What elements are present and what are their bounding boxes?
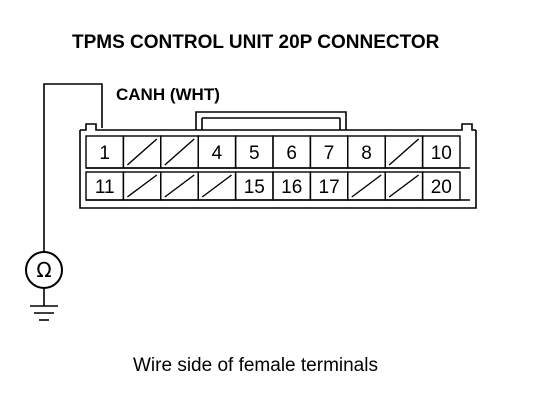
ohm-symbol: Ω bbox=[36, 258, 51, 282]
terminal-cavity bbox=[421, 135, 461, 169]
unused-terminal-slash bbox=[164, 174, 195, 198]
terminal-cavity bbox=[421, 171, 461, 201]
unused-terminal-slash bbox=[164, 138, 195, 166]
ground-icon bbox=[30, 288, 58, 321]
terminal-number: 20 bbox=[431, 177, 452, 198]
unused-terminal-slash bbox=[126, 138, 158, 166]
diagram-title: TPMS CONTROL UNIT 20P CONNECTOR bbox=[72, 32, 440, 53]
unused-terminal-slash bbox=[388, 174, 420, 198]
terminal-number: 17 bbox=[319, 177, 340, 198]
terminal-number: 15 bbox=[244, 177, 265, 198]
ohmmeter-icon: Ω bbox=[25, 251, 63, 289]
unused-terminal-slash bbox=[388, 138, 420, 166]
terminal-number: 10 bbox=[431, 143, 452, 164]
terminal-number: 7 bbox=[324, 143, 335, 164]
connector-housing bbox=[79, 111, 477, 209]
unused-terminal-slash bbox=[126, 174, 158, 198]
test-lead-wire bbox=[43, 83, 103, 252]
unused-terminal-slash bbox=[351, 174, 382, 198]
terminal-number: 4 bbox=[212, 143, 223, 164]
terminal-number: 8 bbox=[361, 143, 372, 164]
caption: Wire side of female terminals bbox=[133, 355, 378, 376]
terminal-number: 6 bbox=[286, 143, 297, 164]
terminal-number: 11 bbox=[95, 177, 115, 198]
terminal-number: 16 bbox=[281, 177, 302, 198]
terminal-number: 1 bbox=[99, 143, 110, 164]
wire-label: CANH (WHT) bbox=[116, 85, 220, 104]
terminal-cells: 1 4 5 6 7 8 10 11 15 16 17 20 bbox=[85, 135, 461, 201]
terminal-number: 5 bbox=[249, 143, 260, 164]
unused-terminal-slash bbox=[201, 174, 233, 198]
